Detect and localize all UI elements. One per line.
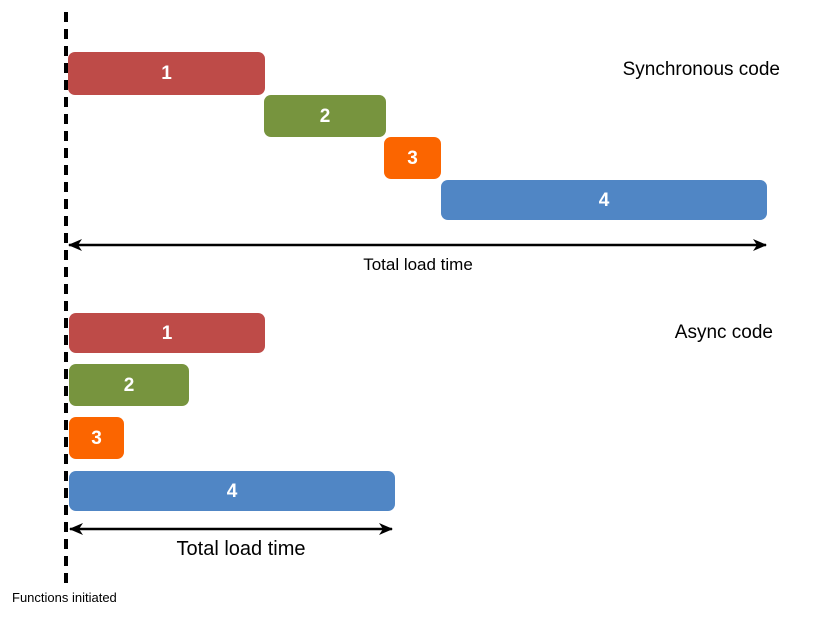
sync-task-bar-4: 4 [441, 180, 767, 220]
async-task-bar-4: 4 [69, 471, 395, 511]
async-task-bar-1: 1 [69, 313, 265, 353]
sync-total-load-time-arrow [68, 239, 767, 251]
sync-task-bar-2: 2 [264, 95, 386, 137]
sync-task-bar-1: 1 [68, 52, 265, 95]
sync-group-title: Synchronous code [622, 59, 780, 80]
sync-task-bar-3: 3 [384, 137, 441, 179]
functions-initiated-dashed-line [64, 12, 68, 583]
sync-total-load-time-label: Total load time [363, 255, 473, 274]
async-task-bar-3: 3 [69, 417, 124, 459]
async-total-load-time-label: Total load time [176, 538, 306, 560]
async-total-load-time-arrow [69, 523, 393, 535]
async-group-title: Async code [674, 322, 773, 343]
functions-initiated-label: Functions initiated [12, 590, 117, 605]
async-task-bar-2: 2 [69, 364, 189, 406]
